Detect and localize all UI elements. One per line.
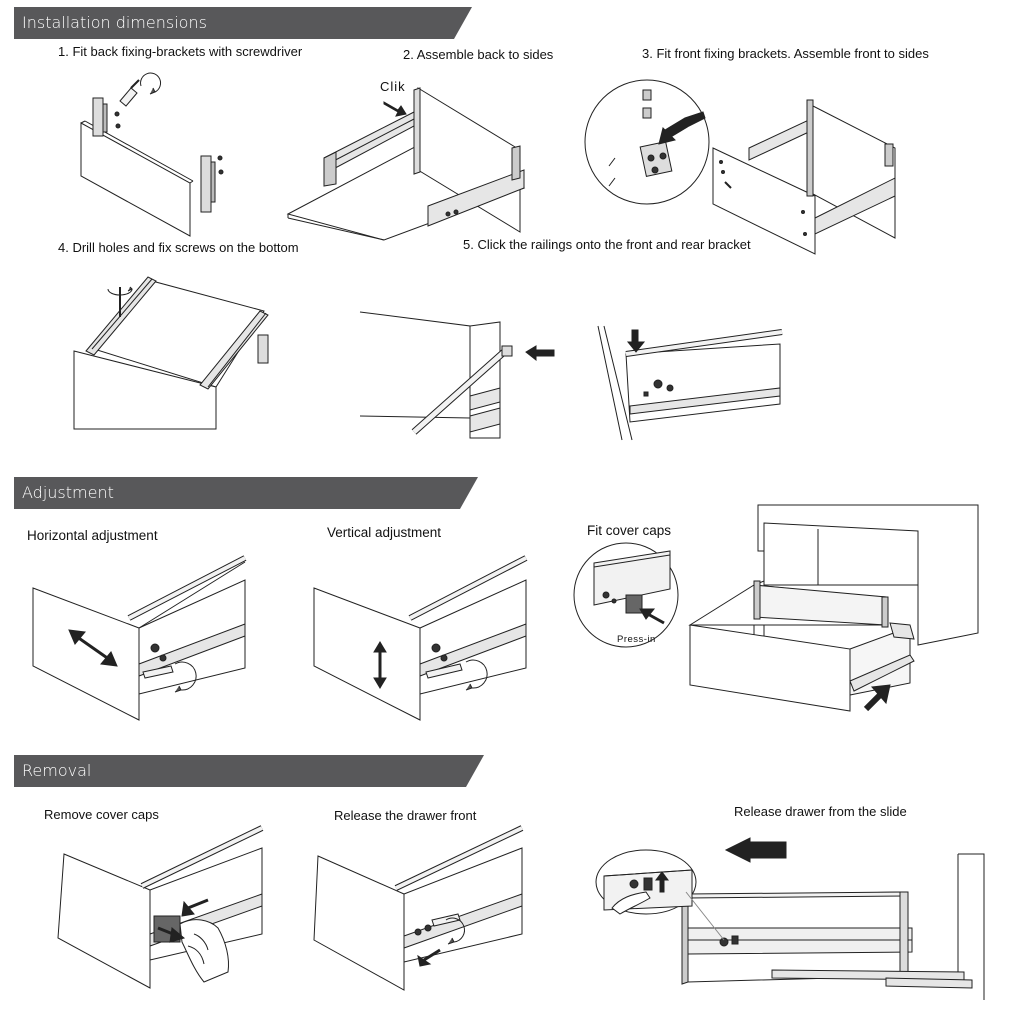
fit-cover-caps-caption: Fit cover caps	[587, 523, 672, 538]
step-2-caption: 2. Assemble back to sides	[403, 47, 554, 62]
arrow-up-right-icon	[866, 685, 890, 709]
step-3-caption: 3. Fit front fixing brackets. Assemble f…	[642, 46, 929, 61]
step-1-caption: 1. Fit back fixing-brackets with screwdr…	[58, 44, 303, 59]
step-1-illustration	[75, 68, 235, 238]
arrow-left-icon	[182, 900, 208, 916]
step-2-illustration	[288, 86, 538, 240]
horizontal-adjustment-illustration	[33, 554, 245, 722]
rotate-screwdriver-icon	[175, 662, 196, 692]
release-slide-illustration	[596, 836, 992, 1004]
detail-magnifier	[585, 80, 709, 204]
hand-icon	[612, 892, 650, 914]
screwdriver-icon	[120, 73, 161, 106]
section-removal-banner: Removal	[14, 755, 484, 787]
remove-cover-caps-caption: Remove cover caps	[44, 807, 159, 822]
fit-cover-caps-illustration	[574, 505, 984, 715]
arrow-down-icon	[628, 330, 644, 352]
section-adjustment-banner: Adjustment	[14, 477, 478, 509]
arrow-left-icon	[640, 609, 664, 623]
arrow-down-left-icon	[418, 950, 440, 966]
step-4-caption: 4. Drill holes and fix screws on the bot…	[58, 240, 299, 255]
double-arrow-horizontal-icon	[69, 630, 117, 666]
release-slide-caption: Release drawer from the slide	[734, 804, 907, 819]
cover-cap-detail	[574, 543, 678, 647]
arrow-up-icon	[656, 872, 668, 892]
horizontal-adjustment-caption: Horizontal adjustment	[27, 528, 158, 543]
arrow-left-icon	[659, 112, 705, 144]
section-installation-banner: Installation dimensions	[14, 7, 472, 39]
arrow-right-icon	[384, 102, 406, 116]
release-front-illustration	[314, 824, 526, 992]
vertical-adjustment-caption: Vertical adjustment	[327, 525, 442, 540]
hand-icon	[180, 920, 229, 982]
step-5-caption: 5. Click the railings onto the front and…	[463, 237, 751, 252]
step-4-illustration	[72, 275, 272, 431]
arrow-right-icon	[158, 928, 184, 942]
vertical-adjustment-illustration	[314, 554, 526, 722]
arrow-left-icon	[526, 346, 554, 360]
step-5b-illustration	[596, 326, 786, 444]
double-arrow-vertical-icon	[374, 642, 386, 688]
step-5a-illustration	[360, 312, 560, 438]
remove-cover-caps-illustration	[54, 824, 266, 992]
arrow-left-large-icon	[726, 838, 786, 862]
step-3-illustration	[585, 78, 905, 258]
rotate-screwdriver-icon	[466, 660, 487, 690]
release-front-caption: Release the drawer front	[334, 808, 477, 823]
press-in-label: Press-in	[617, 634, 656, 645]
rotate-screwdriver-icon	[446, 918, 464, 944]
detail-magnifier	[596, 850, 696, 914]
clik-label: Clik	[380, 79, 406, 94]
drill-icon	[108, 287, 132, 317]
